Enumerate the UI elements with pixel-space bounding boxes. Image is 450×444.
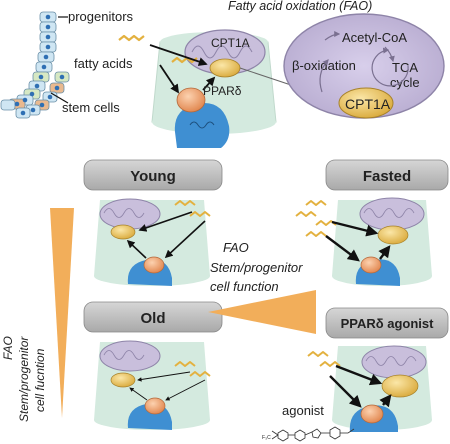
fao-cpt1a-label: CPT1A <box>345 96 391 112</box>
old-label: Old <box>141 310 166 327</box>
stem-cells-label: stem cells <box>62 100 120 115</box>
center-function-label: cell function <box>210 279 279 294</box>
tca-label-line1: TCA <box>392 60 418 75</box>
fatty-acids-label: fatty acids <box>74 56 133 71</box>
crypt-illustration <box>0 11 70 119</box>
left-fao-label: FAO <box>1 336 15 360</box>
tca-label-line2: cycle <box>390 75 420 90</box>
ppard-agonist-label: PPARδ agonist <box>341 316 435 331</box>
cpt1a-label: CPT1A <box>211 36 250 50</box>
fao-cycle-arrows <box>319 31 409 93</box>
agonist-structure <box>271 426 355 442</box>
agonist-cell <box>332 345 432 432</box>
acetyl-coa-label: Acetyl-CoA <box>342 30 407 45</box>
fatty-acid-icon <box>118 34 198 64</box>
fasted-label: Fasted <box>363 168 411 185</box>
young-banner: Young <box>83 159 223 191</box>
young-label: Young <box>130 168 176 185</box>
center-gradient-triangle <box>208 290 316 334</box>
overview-arrows <box>149 44 216 94</box>
fao-cpt1a-protein <box>338 87 394 119</box>
stem-cells-pointer <box>50 92 69 104</box>
nucleus <box>174 102 230 148</box>
progenitors-label: progenitors <box>68 9 134 24</box>
left-function-label: cell fucntion <box>33 348 47 412</box>
agonist-label: agonist <box>282 403 324 418</box>
fao-title: Fatty acid oxidation (FAO) <box>228 0 372 13</box>
fasted-cell <box>332 197 432 286</box>
old-cell <box>94 340 210 430</box>
left-legend: FAO Stem/progenitor cell fucntion <box>1 336 47 422</box>
old-banner: Old <box>83 301 223 333</box>
svg-text:F₃C: F₃C <box>262 435 271 441</box>
cpt1a-protein <box>209 58 241 78</box>
left-stem-label: Stem/progenitor <box>17 336 31 422</box>
ppard-agonist-banner: PPARδ agonist <box>325 307 449 339</box>
ppard-label: PPARδ <box>203 84 242 98</box>
fasted-banner: Fasted <box>325 159 449 191</box>
ppard-protein <box>176 87 206 113</box>
left-gradient-triangle <box>50 208 74 418</box>
center-stem-label: Stem/progenitor <box>210 260 303 275</box>
center-fao-label: FAO <box>223 240 249 255</box>
center-legend: FAO Stem/progenitor cell function <box>210 240 303 294</box>
young-cell <box>94 198 210 286</box>
